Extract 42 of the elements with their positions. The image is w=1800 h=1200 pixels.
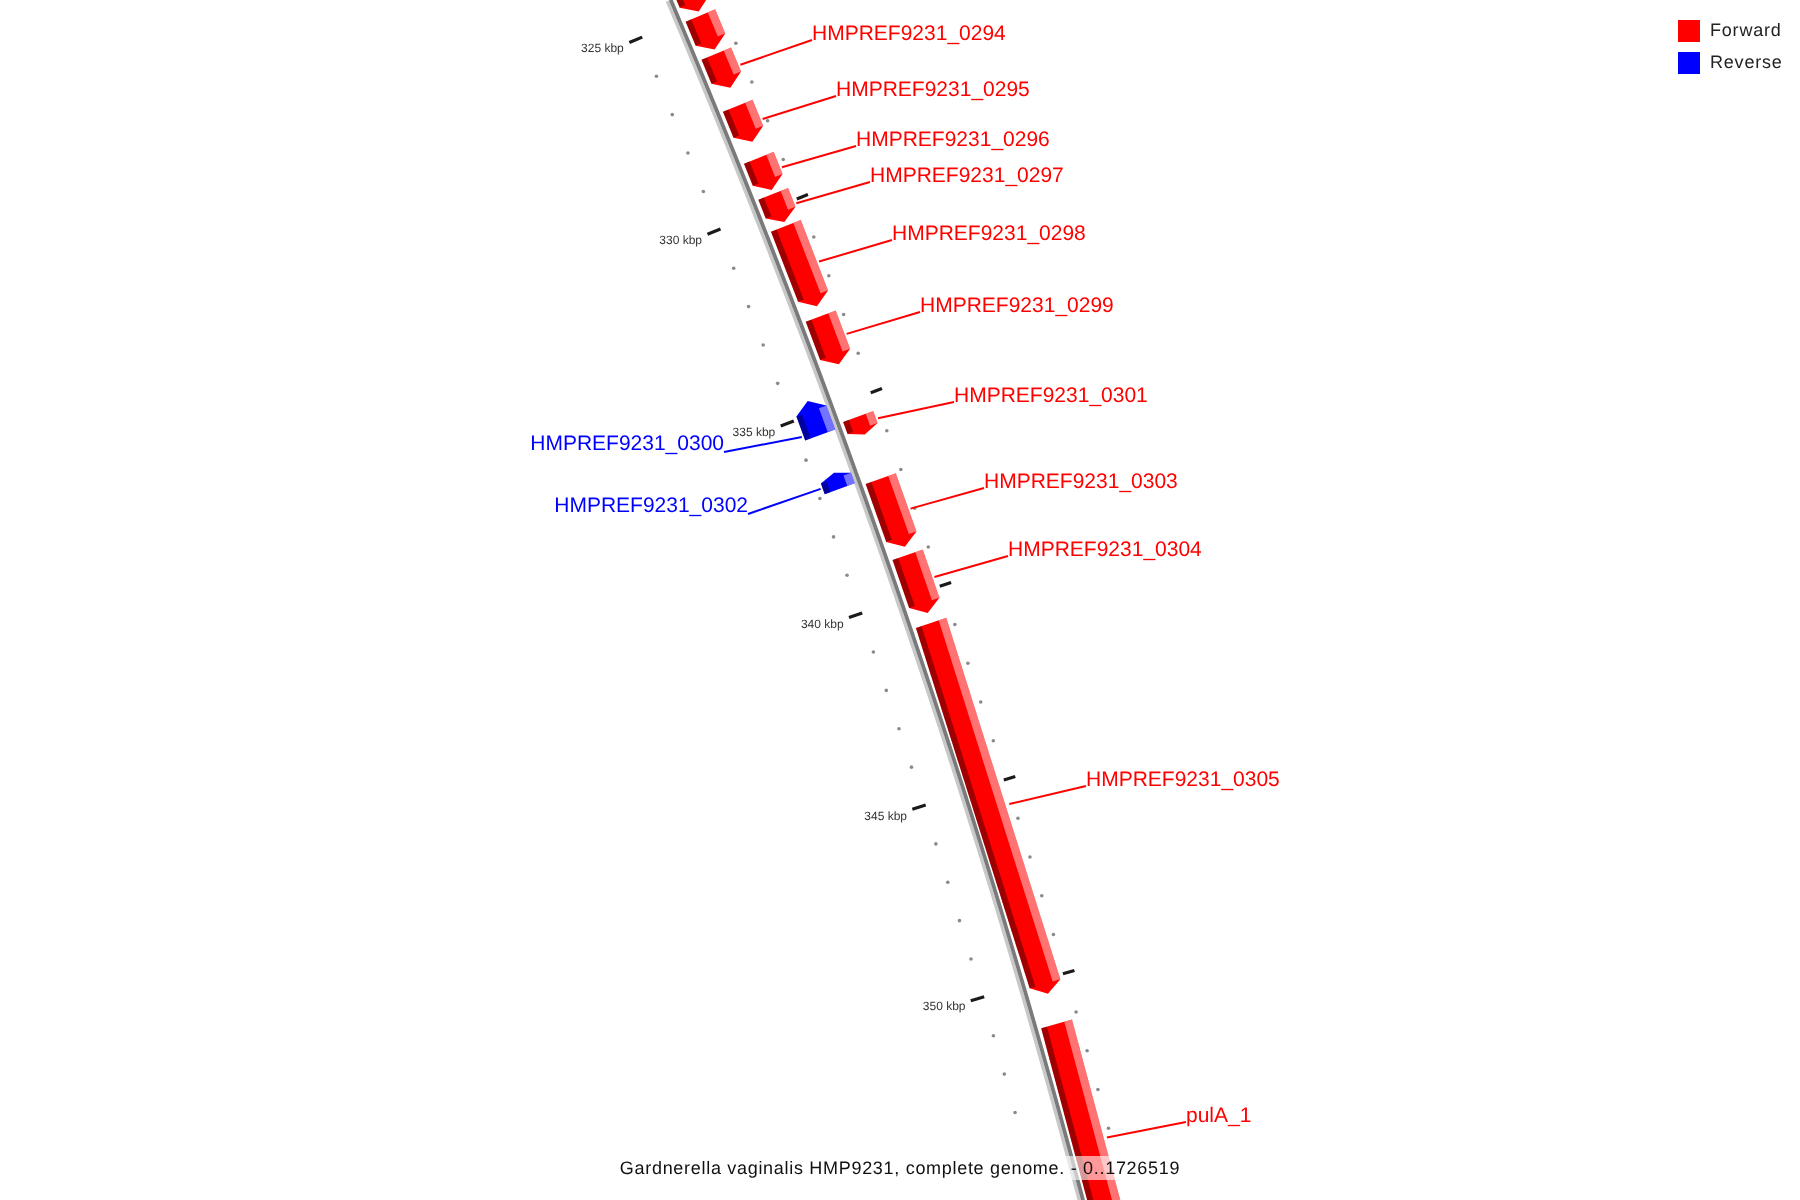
- gene-label: HMPREF9231_0296: [856, 128, 1050, 152]
- gene-label: HMPREF9231_0302: [554, 494, 748, 518]
- leader-line: [781, 145, 857, 169]
- gene-label: HMPREF9231_0304: [1008, 538, 1202, 562]
- gene-block: [701, 47, 742, 88]
- leader-line: [795, 181, 871, 205]
- gene-label: HMPREF9231_0301: [954, 384, 1148, 408]
- leader-line: [723, 436, 803, 453]
- gene-block: [771, 220, 828, 307]
- gene-label: HMPREF9231_0295: [836, 78, 1030, 102]
- legend-label: Reverse: [1710, 50, 1783, 74]
- caption: Gardnerella vaginalis HMP9231, complete genome. - 0..1726519: [615, 1156, 1185, 1180]
- gene-block: [758, 188, 796, 222]
- leader-line: [845, 311, 921, 335]
- gene-label: pulA_1: [1186, 1104, 1252, 1128]
- leader-line: [747, 487, 822, 515]
- gene-label: HMPREF9231_0297: [870, 164, 1064, 188]
- legend-label: Forward: [1710, 18, 1782, 42]
- gene-block: [865, 473, 917, 547]
- gene-block: [805, 310, 851, 365]
- leader-line: [933, 555, 1009, 578]
- gene-label: HMPREF9231_0294: [812, 22, 1006, 46]
- leader-line: [909, 487, 985, 510]
- gene-label: HMPREF9231_0305: [1086, 768, 1280, 792]
- leader-line: [761, 95, 837, 120]
- leader-line: [1008, 785, 1087, 805]
- gene-label: HMPREF9231_0300: [530, 432, 724, 456]
- leader-line: [818, 239, 893, 263]
- gene-block: [722, 99, 764, 142]
- gene-block: [820, 472, 855, 495]
- gene-label: HMPREF9231_0298: [892, 222, 1086, 246]
- gene-block: [676, 0, 707, 12]
- gene-block: [892, 549, 940, 613]
- leader-line: [877, 401, 955, 420]
- gene-block: [796, 400, 836, 441]
- leader-line: [1105, 1121, 1187, 1139]
- gene-block: [744, 151, 783, 190]
- leader-line: [739, 39, 813, 66]
- gene-label: HMPREF9231_0303: [984, 470, 1178, 494]
- gene-block: [915, 617, 1061, 994]
- gene-block: [843, 410, 878, 435]
- gene-label: HMPREF9231_0299: [920, 294, 1114, 318]
